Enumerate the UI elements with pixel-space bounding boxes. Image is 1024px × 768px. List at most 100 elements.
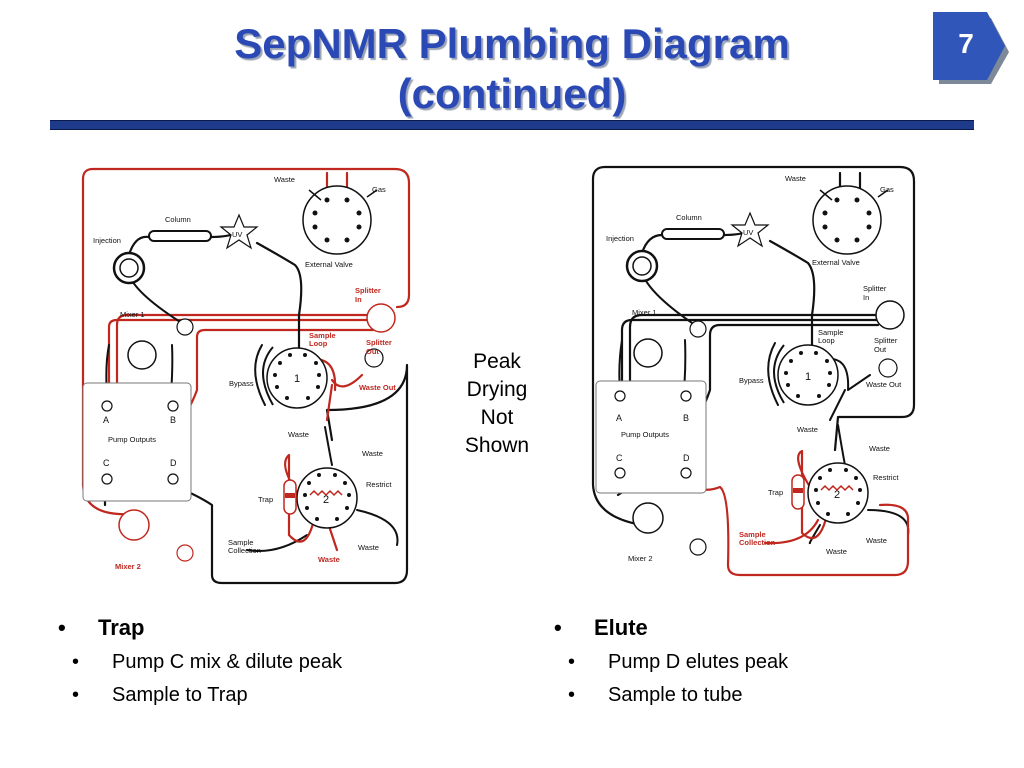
external-valve-right: [812, 185, 882, 255]
label-waste-valve1-right: Waste: [797, 425, 818, 434]
uv-detector-icon: [219, 213, 259, 250]
bullet-item: Sample to Trap: [112, 684, 248, 706]
label-splitter-out-right-1: Splitter: [874, 336, 898, 345]
splitter-in: [366, 303, 396, 333]
label-waste-right: Waste: [358, 543, 379, 552]
bullet-list-trap: •Trap •Pump C mix & dilute peak •Sample …: [58, 615, 343, 706]
red-tubing-splitter: [115, 313, 375, 392]
bullet-dot: •: [554, 615, 562, 640]
valve-2: [296, 467, 358, 529]
label-valve-2: 2: [323, 494, 329, 506]
external-valve: [302, 185, 372, 255]
bullet-heading-elute: Elute: [594, 615, 648, 640]
label-pump-c-right: C: [616, 453, 623, 463]
pump-b-port: [167, 400, 179, 412]
page-number-badge: [933, 12, 1009, 84]
label-sample-collection-2: Collection: [228, 546, 261, 555]
label-bypass-right: Bypass: [739, 376, 764, 385]
peak-drying-note: Peak Drying Not Shown: [460, 348, 534, 460]
pump-a-port: [101, 400, 113, 412]
label-sample-collection-right-1: Sample: [739, 530, 766, 539]
label-valve-1: 1: [294, 373, 300, 385]
label-waste-right-right: Waste: [866, 536, 887, 545]
pump-a-port-right: [614, 390, 626, 402]
label-pump-d: D: [170, 458, 177, 468]
label-external-valve-right: External Valve: [812, 258, 860, 267]
label-bypass: Bypass: [229, 379, 254, 388]
label-waste-valve2-right: Waste: [869, 444, 890, 453]
valve-1: [266, 347, 328, 409]
label-mixer-1-right: Mixer 1: [632, 308, 657, 317]
mixer-1-right: [633, 338, 663, 368]
column: [148, 230, 212, 242]
label-sample-loop-right-2: Loop: [818, 336, 835, 345]
red-tubing-d: [684, 478, 910, 577]
label-splitter-out-right-2: Out: [874, 345, 887, 354]
pump-c-port: [101, 473, 113, 485]
pump-outputs-box: [82, 382, 192, 502]
splitter-out-right: [878, 358, 898, 378]
note-line-3: Not: [480, 406, 514, 429]
label-waste-bottom-right: Waste: [826, 547, 847, 556]
label-trap-right: Trap: [768, 488, 783, 497]
label-waste-top: Waste: [274, 175, 295, 184]
label-waste-top-right: Waste: [785, 174, 806, 183]
column-right: [661, 228, 725, 240]
label-mixer-2-right: Mixer 2: [628, 554, 653, 563]
label-splitter-in-right-1: Splitter: [863, 284, 887, 293]
splitter-out: [364, 348, 384, 368]
label-splitter-out-1: Splitter: [366, 338, 392, 347]
label-splitter-out-2: Out: [366, 347, 379, 356]
valve-1-right: [777, 344, 839, 406]
mixer-2-right: [632, 502, 664, 534]
label-sample-loop-2: Loop: [309, 339, 328, 348]
bullet-dot: •: [58, 615, 66, 640]
label-uv: UV: [232, 230, 242, 239]
bullet-heading-trap: Trap: [98, 615, 145, 640]
label-restrict: Restrict: [366, 480, 392, 489]
pump-d-port-right: [680, 467, 692, 479]
label-pump-b: B: [170, 415, 176, 425]
bullet-list-elute: •Elute •Pump D elutes peak •Sample to tu…: [554, 615, 789, 706]
label-pump-c: C: [103, 458, 110, 468]
title-underline: [50, 120, 974, 130]
label-column-right: Column: [676, 213, 702, 222]
label-sample-collection-right-2: Collection: [739, 538, 776, 547]
label-trap: Trap: [258, 495, 273, 504]
label-external-valve: External Valve: [305, 260, 353, 269]
slide-title-line-2: (continued): [397, 70, 627, 117]
label-uv-right: UV: [743, 228, 753, 237]
slide-title-line-1: SepNMR Plumbing Diagram: [234, 20, 790, 67]
label-waste-bottom: Waste: [318, 555, 340, 564]
label-pump-outputs-right: Pump Outputs: [621, 430, 669, 439]
red-tubing-outer: [81, 167, 411, 516]
label-mixer-1: Mixer 1: [120, 310, 145, 319]
note-line-2: Drying: [466, 378, 528, 401]
pump-b-port-right: [680, 390, 692, 402]
label-splitter-in-2: In: [355, 295, 362, 304]
plumbing-diagram-trap: Waste Gas Column UV Injection External V…: [81, 167, 411, 585]
uv-detector-right-icon: [730, 211, 770, 248]
injection-port: [112, 251, 146, 285]
label-splitter-in-1: Splitter: [355, 286, 381, 295]
valve-2-right: [807, 462, 869, 524]
label-mixer-2: Mixer 2: [115, 562, 141, 571]
label-column: Column: [165, 215, 191, 224]
injection-port-right: [625, 249, 659, 283]
label-restrict-right: Restrict: [873, 473, 899, 482]
label-sample-collection-1: Sample: [228, 538, 253, 547]
black-tubing-column: [127, 231, 303, 367]
label-valve-2-right: 2: [834, 489, 840, 501]
label-pump-a: A: [103, 415, 109, 425]
splitter-in-right: [875, 300, 905, 330]
label-injection-right: Injection: [606, 234, 634, 243]
label-sample-loop-1: Sample: [309, 331, 336, 340]
label-splitter-in-right-2: In: [863, 293, 869, 302]
label-sample-loop-right-1: Sample: [818, 328, 843, 337]
pump-c-port-right: [614, 467, 626, 479]
label-pump-a-right: A: [616, 413, 622, 423]
label-pump-b-right: B: [683, 413, 689, 423]
note-line-4: Shown: [464, 434, 530, 457]
label-waste-valve2: Waste: [362, 449, 383, 458]
mixer-1: [127, 340, 157, 370]
